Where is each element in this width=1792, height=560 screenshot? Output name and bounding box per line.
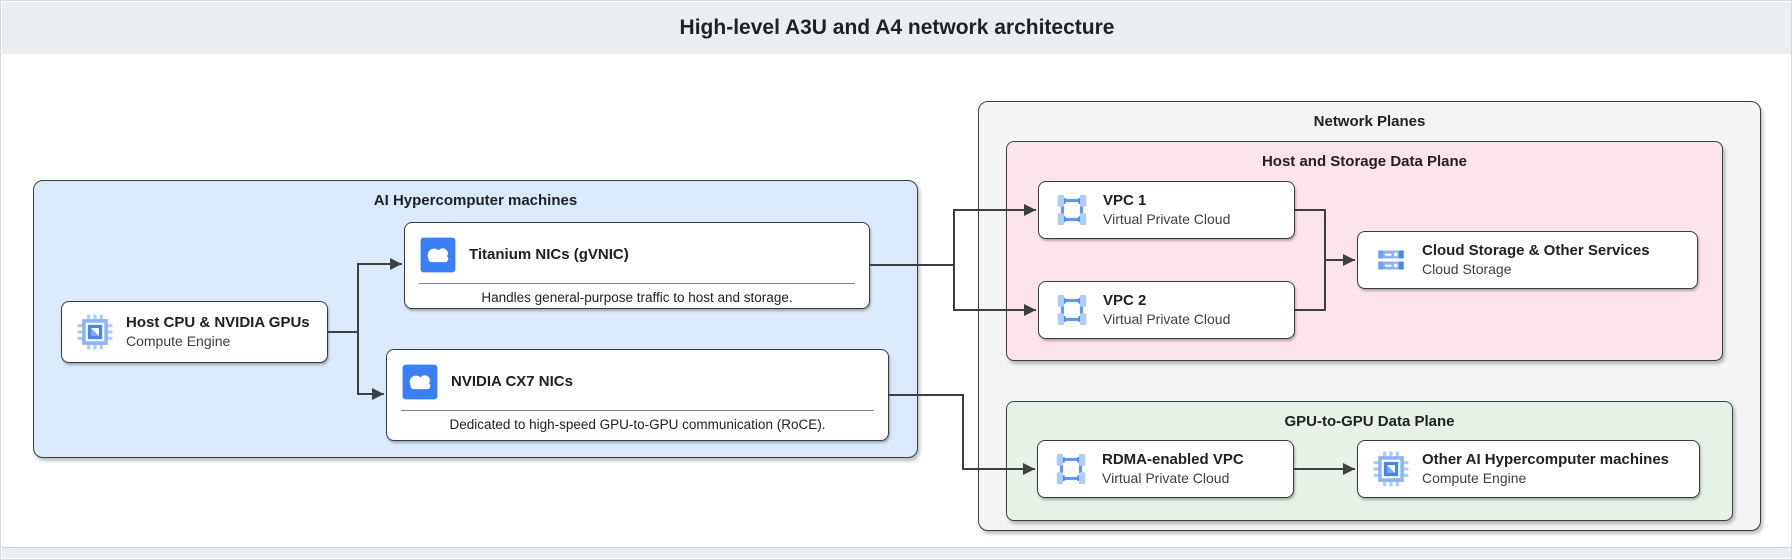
cloud-nic-icon [419,236,457,274]
node-cloud-storage: Cloud Storage & Other Services Cloud Sto… [1357,231,1698,289]
node-nvidia-cx7-nics: NVIDIA CX7 NICs Dedicated to high-speed … [386,349,889,441]
node-description: Dedicated to high-speed GPU-to-GPU commu… [449,417,826,432]
compute-engine-icon [76,313,114,351]
node-subtitle: Cloud Storage [1422,261,1512,278]
node-title: Other AI Hypercomputer machines [1422,450,1670,468]
node-host-cpu-gpus: Host CPU & NVIDIA GPUs Compute Engine [61,301,328,363]
node-title: VPC 1 [1103,191,1147,209]
panel-title: GPU-to-GPU Data Plane [1284,413,1455,430]
node-subtitle: Virtual Private Cloud [1103,211,1231,228]
node-subtitle: Compute Engine [126,333,231,350]
panel-title: AI Hypercomputer machines [373,192,578,209]
divider [401,410,874,411]
node-vpc2: VPC 2 Virtual Private Cloud [1038,281,1295,339]
divider [419,283,855,284]
node-text: VPC 2 Virtual Private Cloud [1103,292,1230,329]
panel-title: Network Planes [1313,113,1426,130]
node-title: Titanium NICs (gVNIC) [469,245,629,263]
node-text: VPC 1 Virtual Private Cloud [1103,192,1230,229]
nic-header: Titanium NICs (gVNIC) [405,223,869,274]
node-titanium-nics: Titanium NICs (gVNIC) Handles general-pu… [404,222,870,309]
diagram-title-banner: High-level A3U and A4 network architectu… [2,2,1791,54]
node-title: NVIDIA CX7 NICs [451,372,573,390]
node-subtitle: Virtual Private Cloud [1103,311,1231,328]
node-title: RDMA-enabled VPC [1102,450,1244,468]
node-other-machines: Other AI Hypercomputer machines Compute … [1357,440,1700,498]
node-vpc1: VPC 1 Virtual Private Cloud [1038,181,1295,239]
nic-header: NVIDIA CX7 NICs [387,350,888,401]
node-description: Handles general-purpose traffic to host … [481,290,793,305]
node-subtitle: Virtual Private Cloud [1102,470,1230,487]
panel-title: Host and Storage Data Plane [1261,153,1468,170]
node-text: RDMA-enabled VPC Virtual Private Cloud [1102,451,1244,488]
node-text: Other AI Hypercomputer machines Compute … [1422,451,1669,488]
node-title: VPC 2 [1103,291,1147,309]
cloud-storage-icon [1372,241,1410,279]
cloud-nic-icon [401,363,439,401]
vpc-icon [1053,191,1091,229]
diagram-title: High-level A3U and A4 network architectu… [679,16,1115,39]
node-title: Cloud Storage & Other Services [1422,241,1650,259]
node-rdma-vpc: RDMA-enabled VPC Virtual Private Cloud [1037,440,1294,498]
compute-engine-icon [1372,450,1410,488]
vpc-icon [1053,291,1091,329]
vpc-icon [1052,450,1090,488]
node-title: Host CPU & NVIDIA GPUs [126,313,310,331]
node-text: Host CPU & NVIDIA GPUs Compute Engine [126,314,310,351]
node-subtitle: Compute Engine [1422,470,1527,487]
node-text: Cloud Storage & Other Services Cloud Sto… [1422,242,1650,279]
next-section-strip [2,547,1791,558]
